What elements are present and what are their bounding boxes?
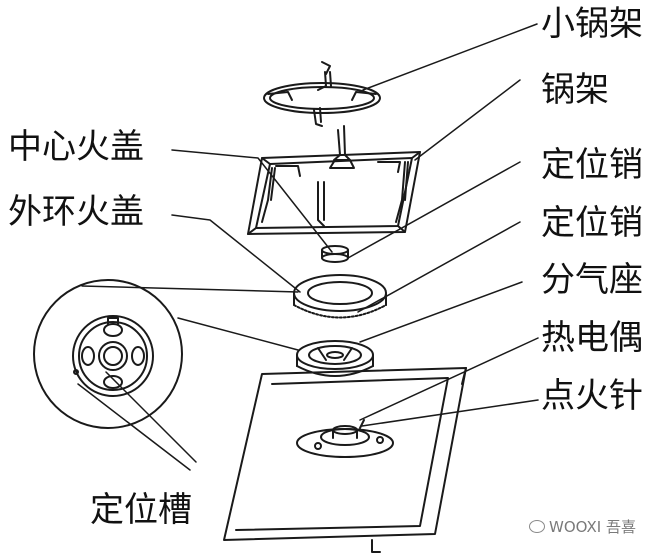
watermark-text: WOOXI 吾喜 [549,518,636,536]
leader-lines [77,23,539,471]
label-igniter: 点火针 [541,376,643,416]
small-pot-rack [263,61,381,127]
label-locating-groove: 定位槽 [90,490,192,530]
distributor-seat-part [296,340,374,377]
label-thermocouple: 热电偶 [541,318,643,358]
pot-rack [247,125,421,235]
label-outer-ring-cap: 外环火盖 [8,192,144,232]
label-distributor-seat: 分气座 [541,260,643,300]
center-cap-part [321,245,349,263]
wechat-icon [529,520,545,533]
label-center-cap: 中心火盖 [8,127,144,167]
label-locating-pin-2: 定位销 [541,203,643,243]
outer-ring-cap-part [293,274,387,319]
magnified-detail [33,279,183,429]
cooktop-plate [223,367,467,553]
label-small-pot-rack: 小锅架 [541,4,643,44]
label-locating-pin-1: 定位销 [541,145,643,185]
label-pot-rack: 锅架 [541,70,609,110]
magnifier-connectors [81,285,299,351]
